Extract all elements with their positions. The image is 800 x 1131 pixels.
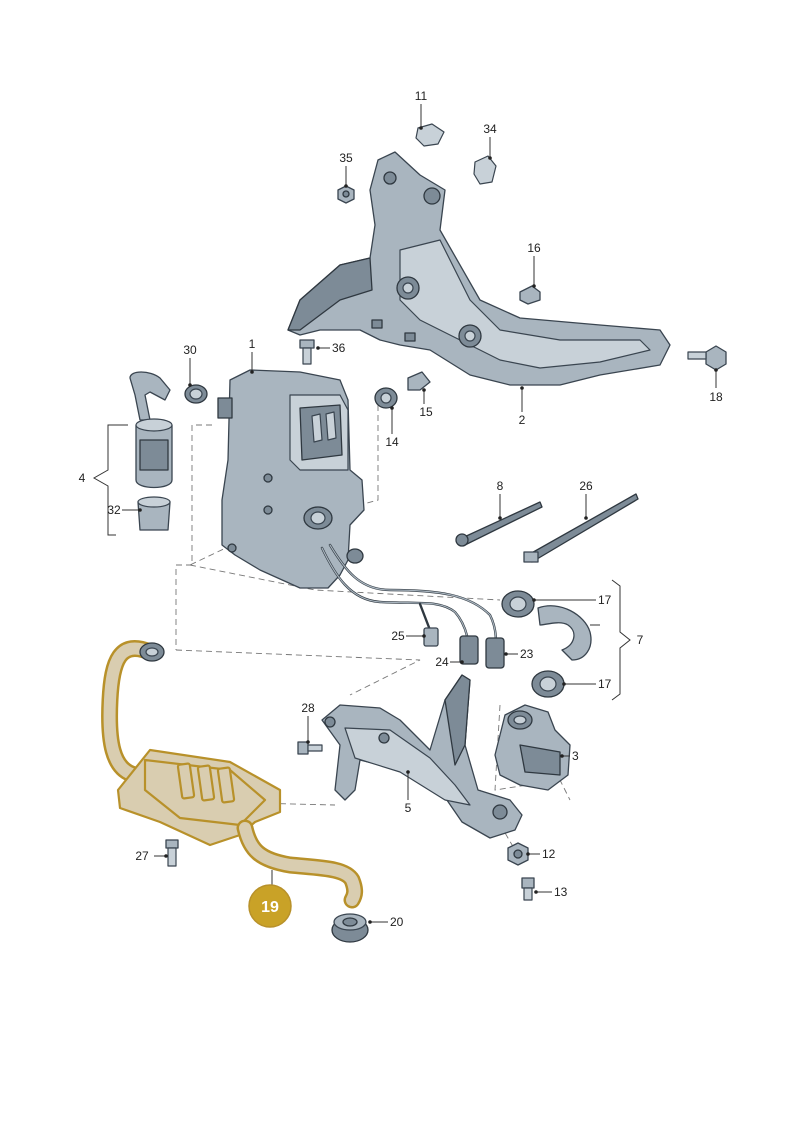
badge-circle bbox=[248, 884, 292, 928]
callout-2[interactable]: 2 bbox=[519, 413, 526, 427]
callout-25[interactable]: 25 bbox=[391, 629, 405, 643]
callout-20[interactable]: 20 bbox=[390, 915, 404, 929]
callout-16[interactable]: 16 bbox=[527, 241, 541, 255]
callout-34[interactable]: 34 bbox=[483, 122, 497, 136]
callout-27[interactable]: 27 bbox=[135, 849, 149, 863]
callout-8[interactable]: 8 bbox=[497, 479, 504, 493]
callout-19[interactable]: 19 bbox=[261, 899, 279, 916]
heater-unit-part-1 bbox=[217, 369, 365, 589]
callout-26[interactable]: 26 bbox=[579, 479, 593, 493]
callout-7[interactable]: 7 bbox=[637, 633, 644, 647]
callout-28[interactable]: 28 bbox=[301, 701, 315, 715]
callout-badge-19[interactable]: 19 bbox=[248, 884, 292, 928]
callout-36[interactable]: 36 bbox=[332, 341, 346, 355]
callout-17-upper[interactable]: 17 bbox=[598, 593, 612, 607]
fuel-pump-part-4 bbox=[129, 371, 208, 531]
callout-14[interactable]: 14 bbox=[385, 435, 399, 449]
coolant-pump-group bbox=[494, 590, 592, 791]
fasteners-top bbox=[299, 123, 727, 409]
callout-24[interactable]: 24 bbox=[435, 655, 449, 669]
exhaust-silencer-part-19 bbox=[101, 640, 364, 909]
callout-30[interactable]: 30 bbox=[183, 343, 197, 357]
callout-11[interactable]: 11 bbox=[415, 89, 428, 103]
bracket-part-2 bbox=[287, 151, 671, 386]
callout-23[interactable]: 23 bbox=[520, 647, 534, 661]
lower-bracket-part-5 bbox=[297, 674, 535, 901]
callout-32[interactable]: 32 bbox=[107, 503, 121, 517]
callout-17-lower[interactable]: 17 bbox=[598, 677, 612, 691]
callout-15[interactable]: 15 bbox=[419, 405, 433, 419]
fasteners-exhaust bbox=[165, 839, 369, 943]
callout-13[interactable]: 13 bbox=[554, 885, 568, 899]
callout-4[interactable]: 4 bbox=[79, 471, 86, 485]
callout-labels: 11 34 35 16 18 2 36 1 30 14 15 4 32 8 26… bbox=[79, 89, 723, 929]
callout-5[interactable]: 5 bbox=[405, 801, 412, 815]
callout-1[interactable]: 1 bbox=[249, 337, 256, 351]
callout-35[interactable]: 35 bbox=[339, 151, 353, 165]
callout-12[interactable]: 12 bbox=[542, 847, 556, 861]
wiring-harness bbox=[320, 543, 505, 669]
cable-ties bbox=[455, 493, 639, 563]
callout-18[interactable]: 18 bbox=[709, 390, 723, 404]
leader-lines bbox=[92, 104, 718, 924]
callout-3[interactable]: 3 bbox=[572, 749, 579, 763]
